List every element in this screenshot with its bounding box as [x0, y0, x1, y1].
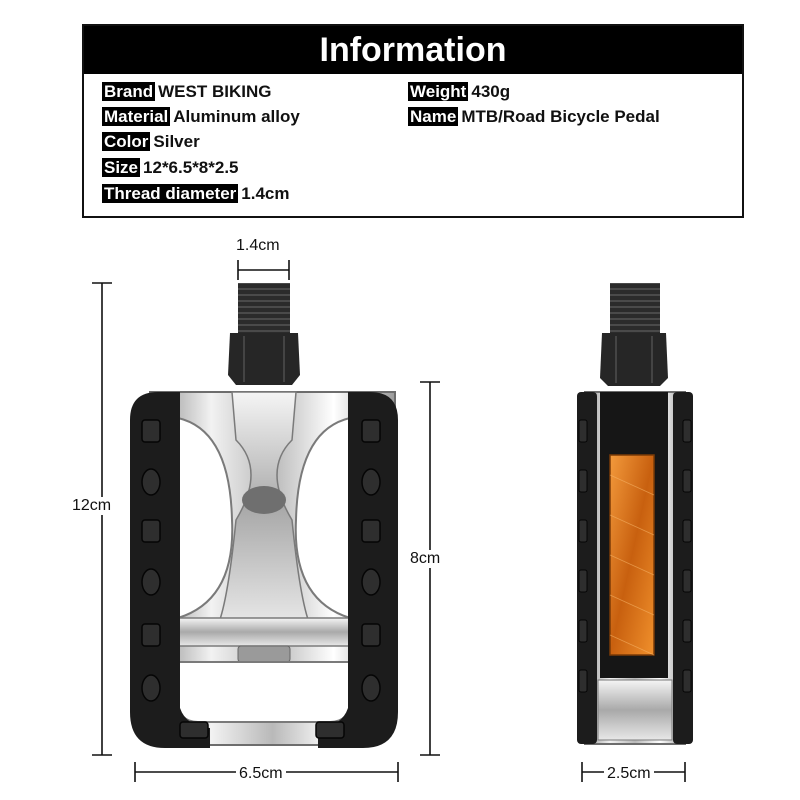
spec-value: Aluminum alloy — [173, 107, 300, 126]
side-spindle-nut — [600, 333, 668, 386]
spec-value: WEST BIKING — [158, 82, 272, 101]
spec-value: 430g — [471, 82, 511, 101]
spindle-thread — [238, 283, 290, 333]
dimension-height-label: 8cm — [410, 550, 441, 568]
spec-key: Weight — [408, 82, 469, 101]
dimension-width-label: 6.5cm — [236, 765, 286, 783]
side-spindle-thread — [610, 283, 660, 333]
information-title: Information — [84, 26, 742, 74]
spec-value: 1.4cm — [241, 184, 290, 203]
dimension-length-label: 12cm — [72, 497, 112, 515]
spec-value: MTB/Road Bicycle Pedal — [461, 107, 660, 126]
spec-key: Name — [408, 107, 459, 126]
spec-key: Thread diameter — [102, 184, 239, 203]
dimension-thread-label: 1.4cm — [236, 237, 280, 254]
dimension-depth-label: 2.5cm — [604, 765, 654, 783]
spec-value: 12*6.5*8*2.5 — [143, 158, 239, 177]
spindle-nut — [228, 333, 300, 385]
pedal-side-illustration — [577, 283, 693, 745]
spec-key: Color — [102, 132, 151, 151]
pedal-front-illustration — [130, 283, 398, 748]
spec-key: Size — [102, 158, 141, 177]
spec-value: Silver — [153, 132, 200, 151]
spec-key: Brand — [102, 82, 156, 101]
spec-key: Material — [102, 107, 171, 126]
